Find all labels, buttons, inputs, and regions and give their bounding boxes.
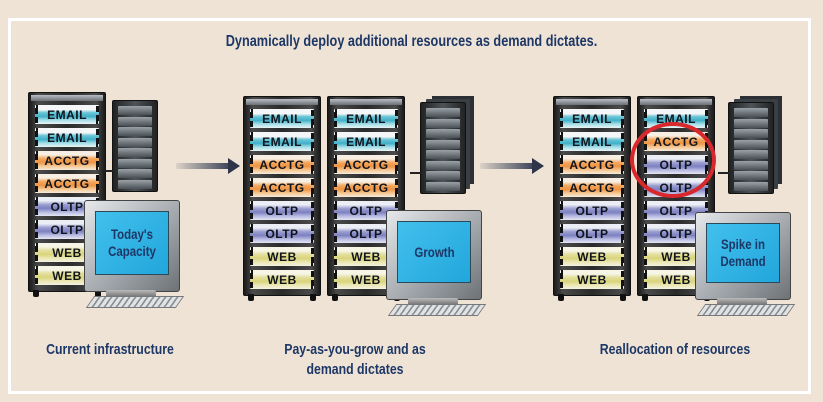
server-rack: EMAIL EMAIL ACCTG ACCTG OLTP OLTP WEB WEB — [553, 96, 631, 301]
keyboard-icon — [85, 296, 185, 308]
server-rack: EMAIL EMAIL ACCTG ACCTG OLTP OLTP WEB WEB — [243, 96, 321, 301]
rack-unit-oltp: OLTP — [644, 224, 708, 243]
rack-unit-acctg: ACCTG — [334, 155, 398, 174]
cable — [102, 170, 114, 172]
cable — [410, 172, 422, 174]
rack-unit-acctg: ACCTG — [560, 155, 624, 174]
rack-unit-oltp: OLTP — [250, 201, 314, 220]
keyboard-icon — [387, 304, 487, 316]
monitor-icon: Growth — [386, 210, 482, 300]
rack-unit-web: WEB — [35, 243, 99, 262]
rack-unit-acctg: ACCTG — [35, 174, 99, 193]
arrow-icon — [176, 158, 240, 174]
rack-unit-oltp: OLTP — [334, 201, 398, 220]
rack-unit-acctg: ACCTG — [560, 178, 624, 197]
monitor-icon: Today's Capacity — [84, 200, 180, 292]
rack-unit-web: WEB — [644, 270, 708, 289]
caption-pay-as-you-grow: Pay-as-you-grow and as demand dictates — [284, 341, 426, 378]
diagram-title: Dynamically deploy additional resources … — [225, 33, 598, 50]
rack-unit-email: EMAIL — [334, 132, 398, 151]
monitor-stand — [106, 290, 156, 298]
caption-reallocation: Reallocation of resources — [599, 341, 751, 358]
rack-unit-web: WEB — [644, 247, 708, 266]
cable — [718, 172, 730, 174]
rack-unit-oltp: OLTP — [35, 197, 99, 216]
monitor-stand — [717, 298, 767, 306]
monitor-icon: Spike in Demand — [695, 212, 791, 300]
rack-unit-oltp: OLTP — [560, 224, 624, 243]
rack-unit-oltp: OLTP — [560, 201, 624, 220]
rack-unit-oltp: OLTP — [250, 224, 314, 243]
arrow-icon — [480, 158, 544, 174]
tower-server-icon — [112, 100, 158, 192]
rack-unit-email: EMAIL — [35, 105, 99, 124]
rack-unit-email: EMAIL — [560, 109, 624, 128]
rack-unit-web: WEB — [560, 270, 624, 289]
monitor-label: Today's Capacity — [108, 226, 156, 259]
monitor-screen-label: Spike in Demand — [706, 223, 780, 283]
rack-unit-web: WEB — [250, 247, 314, 266]
rack-unit-email: EMAIL — [250, 132, 314, 151]
rack-unit-acctg: ACCTG — [35, 151, 99, 170]
caption-current-infrastructure: Current infrastructure — [46, 341, 174, 358]
rack-unit-acctg: ACCTG — [250, 178, 314, 197]
rack-unit-web: WEB — [250, 270, 314, 289]
monitor-label: Spike in Demand — [720, 236, 766, 269]
tower-server-icon — [420, 102, 466, 194]
rack-unit-email: EMAIL — [334, 109, 398, 128]
rack-unit-acctg: ACCTG — [334, 178, 398, 197]
rack-unit-oltp: OLTP — [644, 201, 708, 220]
rack-unit-email: EMAIL — [560, 132, 624, 151]
monitor-label: Growth — [413, 243, 455, 260]
rack-unit-acctg: ACCTG — [250, 155, 314, 174]
rack-unit-email: EMAIL — [35, 128, 99, 147]
monitor-screen-label: Today's Capacity — [95, 211, 169, 275]
rack-unit-web: WEB — [560, 247, 624, 266]
monitor-screen-label: Growth — [397, 221, 471, 283]
tower-server-icon — [728, 102, 774, 194]
rack-unit-email: EMAIL — [250, 109, 314, 128]
rack-unit-oltp: OLTP — [35, 220, 99, 239]
keyboard-icon — [696, 304, 796, 316]
monitor-stand — [408, 298, 458, 306]
highlight-circle — [630, 122, 716, 198]
